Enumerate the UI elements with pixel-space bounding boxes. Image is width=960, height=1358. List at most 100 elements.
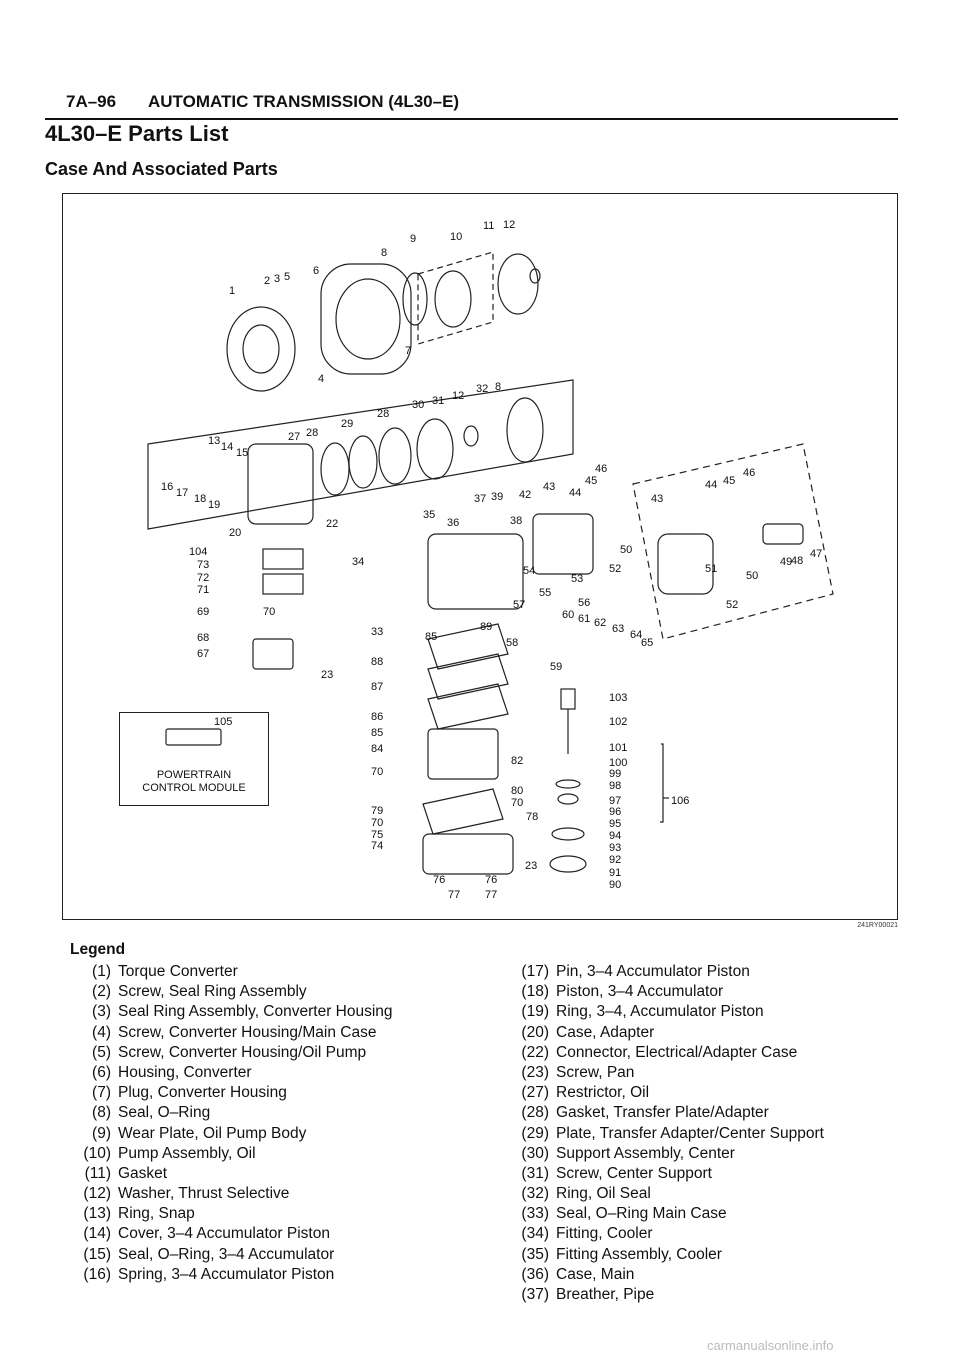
legend-item: (27)Restrictor, Oil [509,1083,824,1103]
callout-number: 34 [352,556,364,568]
legend-item-text: Restrictor, Oil [556,1084,650,1102]
callout-number: 45 [585,475,597,487]
callout-number: 35 [423,509,435,521]
callout-number: 52 [609,563,621,575]
legend-item: (8)Seal, O–Ring [71,1103,393,1123]
legend-item-text: Spring, 3–4 Accumulator Piston [118,1265,335,1283]
callout-number: 44 [705,479,717,491]
legend-item-text: Wear Plate, Oil Pump Body [118,1124,307,1142]
callout-number: 86 [371,711,383,723]
legend-item-text: Breather, Pipe [556,1286,655,1303]
legend-item: (11)Gasket [71,1164,393,1184]
legend-item-text: Case, Adapter [556,1023,655,1041]
callout-number: 12 [503,219,515,231]
legend-right-column: (17)Pin, 3–4 Accumulator Piston(18)Pisto… [509,962,824,1305]
callout-number: 12 [452,390,464,402]
callout-number: 90 [609,879,621,891]
legend-item-text: Seal, O–Ring [118,1104,211,1122]
legend-item-text: Screw, Converter Housing/Main Case [118,1023,377,1041]
extension-panel [632,443,834,640]
callout-number: 65 [641,637,653,649]
legend-item-text: Torque Converter [118,963,238,980]
legend-item: (29)Plate, Transfer Adapter/Center Suppo… [509,1124,824,1144]
legend-item: (3)Seal Ring Assembly, Converter Housing [71,1002,393,1022]
callout-number: 27 [288,431,300,443]
legend-item-number: (2) [92,983,111,1001]
callout-number: 38 [510,515,522,527]
legend-item: (36)Case, Main [509,1265,824,1285]
callout-number: 100 [609,757,627,769]
legend-item-number: (31) [521,1164,549,1182]
callout-number: 28 [377,408,389,420]
callout-number: 98 [609,780,621,792]
legend-item: (37) Breather, Pipe [509,1285,824,1305]
callout-number: 59 [550,661,562,673]
callout-number: 97 [609,795,621,807]
legend-item-text: Fitting Assembly, Cooler [556,1245,722,1263]
callout-number: 77 [448,889,460,901]
legend-item-number: (30) [521,1144,549,1162]
converter-housing-shape [320,263,412,375]
main-case-shape [427,533,524,610]
callout-number: 57 [513,599,525,611]
callout-number: 78 [526,811,538,823]
callout-number: 4 [318,373,324,385]
callout-number: 22 [326,518,338,530]
legend-item-number: (34) [521,1225,549,1243]
callout-number: 85 [371,727,383,739]
legend-item-text: Screw, Center Support [556,1164,712,1182]
legend-item: (14)Cover, 3–4 Accumulator Piston [71,1224,393,1244]
callout-number: 88 [371,656,383,668]
callout-number: 70 [511,797,523,809]
legend-item-text: Ring, Oil Seal [556,1185,651,1203]
callout-number: 32 [476,383,488,395]
legend-item: (23)Screw, Pan [509,1063,824,1083]
legend-item-number: (32) [521,1185,549,1203]
legend-item-number: (4) [92,1023,111,1041]
callout-number: 71 [197,584,209,596]
callout-number: 31 [432,395,444,407]
legend-item-number: (10) [83,1144,111,1162]
callout-number: 7 [405,345,411,357]
callout-number: 85 [425,631,437,643]
callout-number: 20 [229,527,241,539]
legend-item: (12)Washer, Thrust Selective [71,1184,393,1204]
legend-item: (4) Screw, Converter Housing/Main Case [71,1023,393,1043]
legend-item-text: Plug, Converter Housing [118,1084,287,1102]
legend-item-text: Plate, Transfer Adapter/Center Support [556,1124,824,1142]
legend-item-text: Pin, 3–4 Accumulator Piston [556,963,750,980]
legend-item: (32) Ring, Oil Seal [509,1184,824,1204]
legend-item: (16) Spring, 3–4 Accumulator Piston [71,1265,393,1285]
legend-left-column: (1)Torque Converter(2)Screw, Seal Ring A… [71,962,393,1285]
legend-item-text: Pump Assembly, Oil [118,1144,256,1162]
oil-pump-panel [417,251,494,345]
legend-item-text: Washer, Thrust Selective [118,1185,290,1203]
callout-number: 70 [371,817,383,829]
legend-item-text: Cover, 3–4 Accumulator Piston [118,1225,330,1243]
legend-item-number: (16) [83,1265,111,1283]
callout-number: 92 [609,854,621,866]
legend-item-number: (13) [83,1205,111,1223]
legend-item-text: Gasket [118,1164,168,1182]
callout-number: 50 [620,544,632,556]
callout-number: 43 [651,493,663,505]
legend-item-text: Gasket, Transfer Plate/Adapter [556,1104,769,1122]
legend-item: (30)Support Assembly, Center [509,1144,824,1164]
callout-number: 51 [705,563,717,575]
legend-item: (5)Screw, Converter Housing/Oil Pump [71,1043,393,1063]
page-number: 7A–96 [66,92,117,111]
callout-number: 8 [381,247,387,259]
callout-number: 19 [208,499,220,511]
callout-number: 44 [569,487,581,499]
callout-number: 106 [671,795,689,807]
callout-number: 64 [630,629,642,641]
callout-number: 33 [371,626,383,638]
callout-number: 2 [264,275,270,287]
callout-number: 9 [410,233,416,245]
pcm-number: 105 [214,716,233,728]
callout-number: 104 [189,546,207,558]
callout-number: 69 [197,606,209,618]
page-subtitle: Case And Associated Parts [45,159,278,179]
callout-number: 93 [609,842,621,854]
legend-item-number: (37) [521,1286,549,1303]
